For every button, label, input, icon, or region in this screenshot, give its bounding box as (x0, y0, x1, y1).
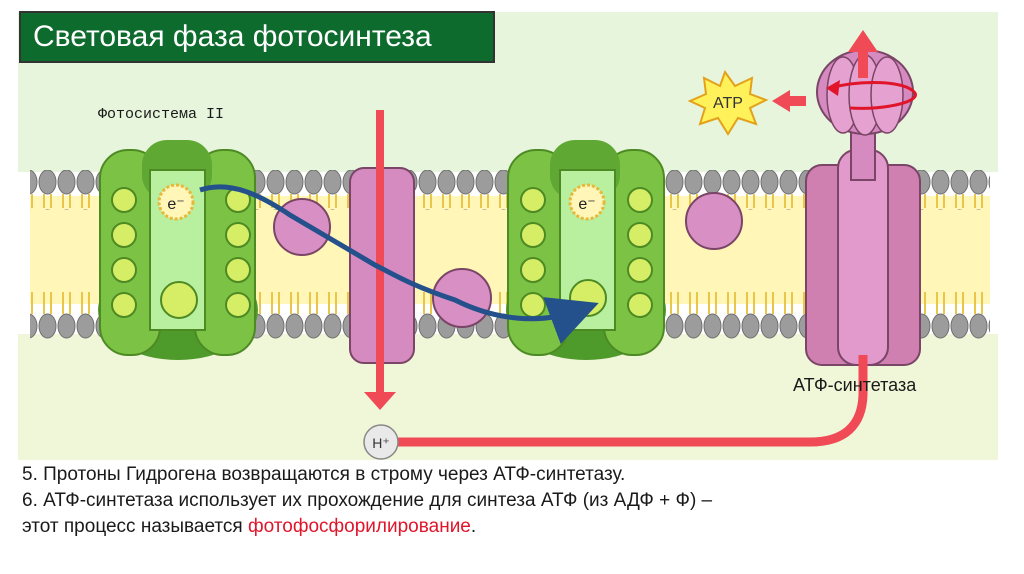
photosystem-i (506, 140, 666, 360)
caption-highlight-term: фотофосфорилирование (248, 516, 471, 537)
photosystem-label: Фотосистема II (98, 106, 224, 123)
photosystem-ii (98, 140, 258, 360)
caption-line-3: этот процесс называется фотофосфорилиров… (22, 514, 1012, 540)
caption-line-3-prefix: этот процесс называется (22, 516, 248, 537)
proton-badge: H⁺ (364, 425, 398, 459)
electron-badge-2: e⁻ (570, 185, 604, 219)
svg-text:H⁺: H⁺ (372, 435, 390, 451)
ferredoxin-carrier (686, 193, 742, 249)
slide-title: Световая фаза фотосинтеза (19, 11, 495, 63)
svg-text:e⁻: e⁻ (578, 196, 595, 213)
caption-block: 5. Протоны Гидрогена возвращаются в стро… (22, 462, 1012, 540)
svg-text:e⁻: e⁻ (167, 196, 184, 213)
atp-synthase (806, 50, 920, 365)
caption-line-3-suffix: . (471, 516, 476, 537)
caption-line-1: 5. Протоны Гидрогена возвращаются в стро… (22, 462, 1012, 488)
caption-line-2: 6. АТФ-синтетаза использует их прохожден… (22, 488, 1012, 514)
atp-synthase-label: АТФ-синтетаза (793, 375, 916, 396)
svg-text:ATP: ATP (713, 95, 743, 112)
electron-badge-1: e⁻ (159, 185, 193, 219)
